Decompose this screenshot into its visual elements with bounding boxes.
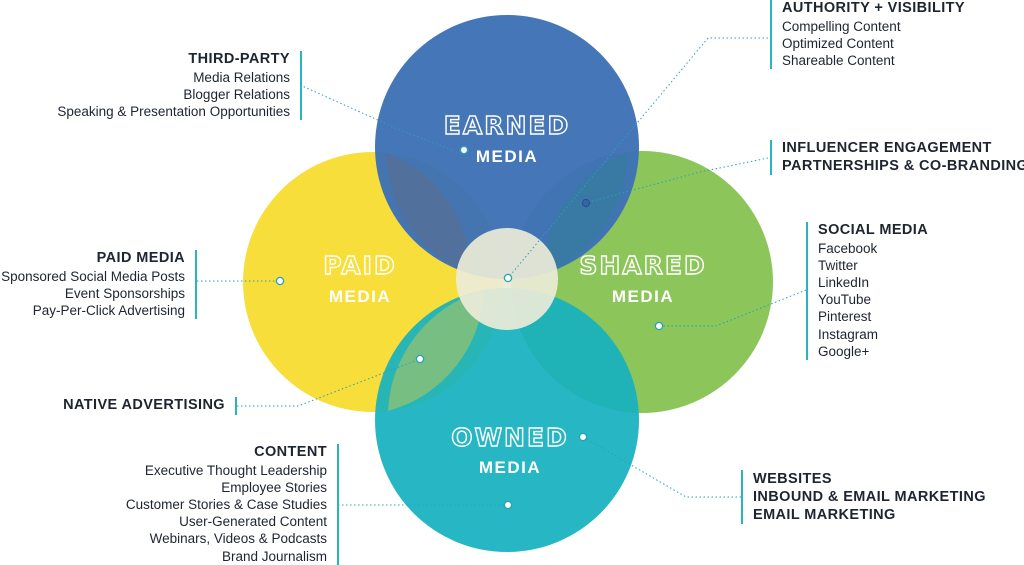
center-dot bbox=[503, 273, 513, 283]
earned-dot bbox=[459, 145, 469, 155]
content-item: Employee Stories bbox=[221, 479, 327, 495]
content-heading: CONTENT bbox=[254, 444, 327, 460]
social-leader bbox=[659, 289, 807, 327]
content-label-group: CONTENT Executive Thought Leadership Emp… bbox=[126, 444, 339, 565]
social-media-item: Twitter bbox=[818, 257, 858, 273]
paid-owned-dot bbox=[415, 354, 425, 364]
earned-paid-overlap bbox=[386, 153, 471, 274]
third-party-heading: THIRD-PARTY bbox=[188, 51, 290, 67]
social-media-item: YouTube bbox=[818, 292, 872, 308]
websites-line: INBOUND & EMAIL MARKETING bbox=[753, 489, 986, 505]
shared-dot bbox=[654, 321, 664, 331]
social-media-heading: SOCIAL MEDIA bbox=[818, 222, 929, 238]
authority-item: Compelling Content bbox=[782, 18, 901, 34]
influencer-line-1: INFLUENCER ENGAGEMENT bbox=[782, 140, 992, 156]
paid-word: PAID bbox=[323, 251, 396, 280]
earned-shared-dot bbox=[581, 198, 591, 208]
authority-item: Shareable Content bbox=[782, 52, 895, 68]
paid-media-heading: PAID MEDIA bbox=[96, 250, 185, 266]
paid-media-item: Event Sponsorships bbox=[64, 285, 185, 301]
owned-word: OWNED bbox=[451, 423, 569, 452]
third-party-item: Media Relations bbox=[193, 69, 290, 85]
social-media-item: Instagram bbox=[818, 326, 879, 342]
social-media-item: LinkedIn bbox=[818, 274, 870, 290]
content-item: Brand Journalism bbox=[221, 548, 327, 564]
content-item: Executive Thought Leadership bbox=[144, 462, 327, 478]
earned-shared-overlap bbox=[543, 153, 628, 274]
influencer-line-2: PARTNERSHIPS & CO-BRANDING bbox=[782, 157, 1024, 174]
owned-dot bbox=[503, 500, 513, 510]
paid-media-item: Sponsored Social Media Posts bbox=[1, 268, 185, 284]
authority-label-group: AUTHORITY + VISIBILITY Compelling Conten… bbox=[770, 0, 965, 70]
third-party-item: Blogger Relations bbox=[183, 86, 290, 102]
earned-word: EARNED bbox=[444, 111, 570, 140]
authority-item: Optimized Content bbox=[782, 35, 894, 51]
content-item: Webinars, Videos & Podcasts bbox=[149, 531, 327, 547]
influencer-leader bbox=[584, 157, 769, 204]
websites-line: EMAIL MARKETING bbox=[753, 507, 896, 523]
paid-media-label-group: PAID MEDIA Sponsored Social Media Posts … bbox=[1, 250, 197, 320]
third-party-label-group: THIRD-PARTY Media Relations Blogger Rela… bbox=[57, 51, 302, 121]
native-advertising-heading: NATIVE ADVERTISING bbox=[63, 397, 225, 413]
authority-heading: AUTHORITY + VISIBILITY bbox=[782, 0, 965, 16]
shared-media-word: MEDIA bbox=[612, 287, 674, 306]
earned-media-word: MEDIA bbox=[476, 147, 538, 166]
social-media-item: Google+ bbox=[818, 343, 870, 359]
third-party-leader bbox=[299, 84, 453, 151]
owned-media-word: MEDIA bbox=[479, 458, 541, 477]
social-media-label-group: SOCIAL MEDIA Facebook Twitter LinkedIn Y… bbox=[806, 222, 928, 360]
paid-dot bbox=[275, 276, 285, 286]
third-party-item: Speaking & Presentation Opportunities bbox=[57, 103, 290, 119]
websites-line: WEBSITES bbox=[753, 471, 832, 487]
social-media-item: Facebook bbox=[818, 240, 878, 256]
shared-word: SHARED bbox=[579, 251, 706, 280]
paid-media-word: MEDIA bbox=[329, 287, 391, 306]
content-item: User-Generated Content bbox=[179, 514, 327, 530]
social-media-item: Pinterest bbox=[818, 309, 872, 325]
native-leader bbox=[237, 358, 421, 407]
authority-leader bbox=[507, 37, 768, 279]
influencer-label-group: INFLUENCER ENGAGEMENT PARTNERSHIPS & CO-… bbox=[770, 140, 1024, 175]
content-item: Customer Stories & Case Studies bbox=[125, 496, 327, 512]
owned-right-dot bbox=[578, 432, 588, 442]
websites-label-group: WEBSITES INBOUND & EMAIL MARKETING EMAIL… bbox=[741, 470, 986, 524]
paid-owned-overlap bbox=[388, 290, 484, 411]
paid-media-item: Pay-Per-Click Advertising bbox=[32, 302, 185, 318]
native-advertising-label-group: NATIVE ADVERTISING bbox=[63, 397, 237, 415]
